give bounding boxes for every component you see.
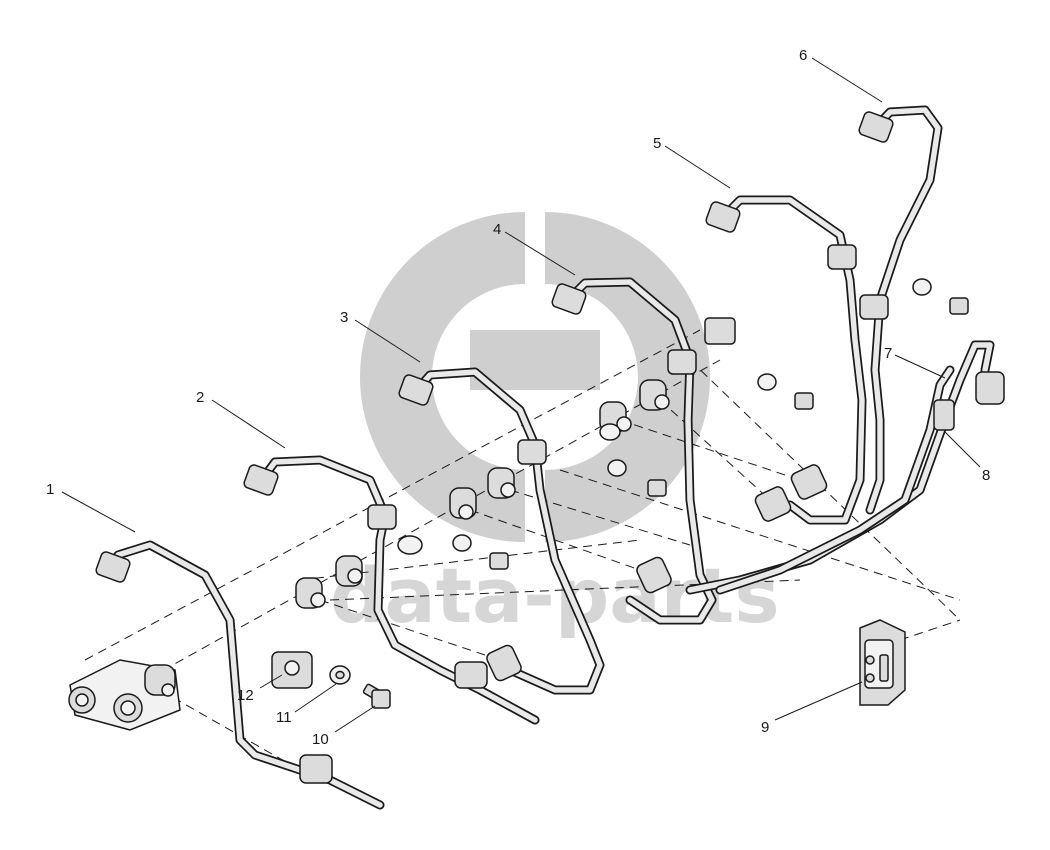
pipe-1 (95, 540, 385, 810)
callout-7: 7 (884, 345, 892, 362)
pipe-2 (243, 455, 540, 725)
pipe-5 (705, 195, 867, 525)
injector-ports (295, 317, 736, 609)
callout-9: 9 (761, 719, 769, 736)
return-pipes (685, 340, 1005, 595)
pipe-4 (551, 277, 717, 625)
pipe-6 (858, 105, 943, 515)
pipe-3 (398, 367, 605, 695)
callout-5: 5 (653, 135, 661, 152)
callout-10: 10 (312, 731, 329, 748)
watermark-logo (360, 212, 710, 542)
callout-1: 1 (46, 481, 54, 498)
clamp-12 (271, 651, 313, 689)
callout-2: 2 (196, 389, 204, 406)
leader-lines (61, 57, 981, 733)
callout-12: 12 (237, 687, 254, 704)
callout-labels: 1 2 3 4 5 6 7 8 9 10 11 12 (46, 47, 990, 748)
washer-11 (329, 665, 351, 685)
callout-8: 8 (982, 467, 990, 484)
bolt-10 (362, 683, 391, 709)
callout-11: 11 (276, 709, 292, 726)
bracket-9 (859, 619, 906, 706)
washers-and-bolts (452, 278, 969, 570)
fuel-rail (68, 659, 181, 731)
callout-4: 4 (493, 221, 501, 238)
callout-3: 3 (340, 309, 348, 326)
callout-6: 6 (799, 47, 807, 64)
